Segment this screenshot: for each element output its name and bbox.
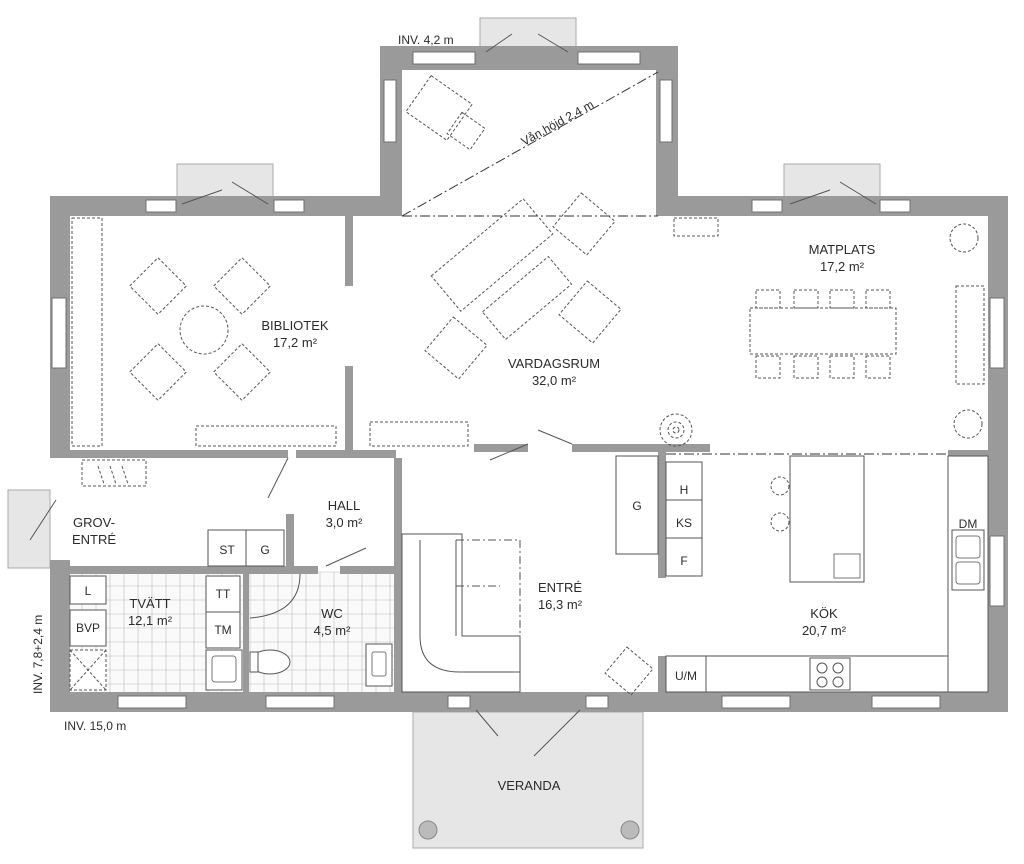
room-hall-area: 3,0 m² xyxy=(326,515,364,530)
fixture-f: F xyxy=(680,554,687,568)
windows xyxy=(51,51,1005,709)
room-wc-name: WC xyxy=(321,606,343,621)
room-tvatt-name: TVÄTT xyxy=(129,596,170,611)
ceiling-lines xyxy=(401,71,948,455)
fixture-l: L xyxy=(85,584,92,598)
room-grovent-line2: ENTRÉ xyxy=(72,532,116,547)
room-grovent-line1: GROV- xyxy=(73,515,115,530)
room-entre-area: 16,3 m² xyxy=(538,597,583,612)
matplats-balcony xyxy=(783,163,881,199)
fixture-um: U/M xyxy=(675,669,697,683)
note-vaghojd: Vån.höjd 2,4 m xyxy=(519,97,596,148)
wc-fixtures xyxy=(249,643,393,687)
room-kok-area: 20,7 m² xyxy=(802,623,847,638)
room-kok-name: KÖK xyxy=(810,606,838,621)
note-inv-left: INV. 7,8+2,4 m xyxy=(31,615,45,694)
fixture-tm: TM xyxy=(214,623,231,637)
tvatt-fixtures xyxy=(69,575,243,691)
fixture-dm: DM xyxy=(959,517,978,531)
entre-stair xyxy=(401,455,659,696)
fixture-h: H xyxy=(680,483,689,497)
room-wc-area: 4,5 m² xyxy=(314,623,352,638)
fixture-ks: KS xyxy=(676,516,692,530)
doors xyxy=(29,33,877,757)
kok-fixtures xyxy=(665,455,989,693)
room-hall-name: HALL xyxy=(328,498,361,513)
hall-cabinets xyxy=(207,529,285,567)
veranda-post-left xyxy=(418,820,438,840)
note-inv-top: INV. 4,2 m xyxy=(398,33,454,47)
room-bibliotek-name: BIBLIOTEK xyxy=(261,318,329,333)
note-inv-bottom: INV. 15,0 m xyxy=(64,719,126,733)
room-matplats-area: 17,2 m² xyxy=(820,259,865,274)
room-tvatt-area: 12,1 m² xyxy=(128,613,173,628)
room-vardagsrum-name: VARDAGSRUM xyxy=(508,356,600,371)
veranda-label: VERANDA xyxy=(498,778,561,793)
fixture-g-hall: G xyxy=(260,543,269,557)
bibliotek-balcony xyxy=(176,163,274,199)
veranda-area xyxy=(412,711,644,849)
matplats-furniture xyxy=(749,223,985,439)
room-matplats-name: MATPLATS xyxy=(809,242,876,257)
coat-rack xyxy=(81,459,147,487)
veranda-post-right xyxy=(620,820,640,840)
side-step xyxy=(7,489,51,569)
room-vardagsrum-area: 32,0 m² xyxy=(532,373,577,388)
fixture-bvp: BVP xyxy=(76,621,100,635)
room-entre-name: ENTRÉ xyxy=(538,580,582,595)
vardagsrum-furniture xyxy=(369,74,719,447)
fixture-st: ST xyxy=(219,543,235,557)
interior-walls xyxy=(52,216,988,696)
fixture-tt: TT xyxy=(216,587,231,601)
fixture-g-entre: G xyxy=(632,499,641,513)
room-bibliotek-area: 17,2 m² xyxy=(273,335,318,350)
